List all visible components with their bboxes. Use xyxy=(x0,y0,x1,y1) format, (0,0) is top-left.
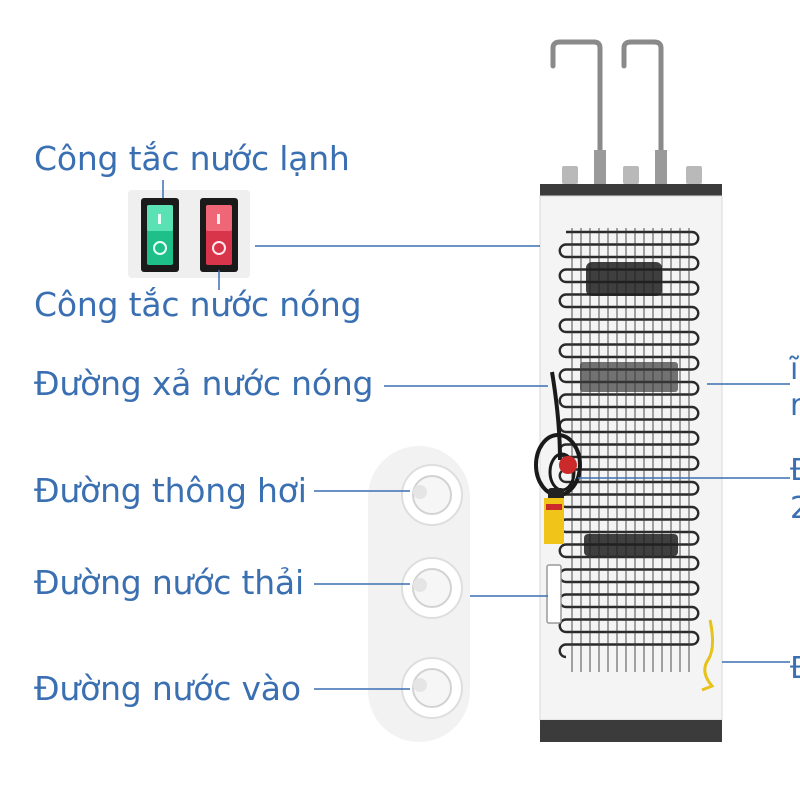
inlet-port-icon xyxy=(401,657,463,719)
vent-line-label: Đường thông hơi xyxy=(34,471,307,510)
faucet-base-icons xyxy=(562,150,702,184)
port-panel xyxy=(368,446,470,742)
coil-tube xyxy=(558,230,700,659)
hot-drain-label: Đường xả nước nóng xyxy=(34,364,374,403)
waste-port-icon xyxy=(401,557,463,619)
power-plug-icon xyxy=(534,371,582,544)
ground-wire xyxy=(701,619,715,692)
cut-off-label-4: 2 xyxy=(790,491,800,526)
cut-off-label-1: ĩ xyxy=(790,352,799,387)
condenser-coil xyxy=(558,228,700,672)
cut-off-label-5: Đ xyxy=(790,651,800,687)
switch-panel xyxy=(128,190,250,278)
faucet-icon xyxy=(550,39,664,153)
hose-bracket xyxy=(546,564,562,624)
cold-switch-icon xyxy=(141,198,179,272)
leader-lines xyxy=(162,180,790,690)
vent-port-icon xyxy=(401,464,463,526)
cut-off-label-2: r xyxy=(790,388,800,423)
compressor-parts xyxy=(580,262,678,556)
waste-line-label: Đường nước thải xyxy=(34,563,304,602)
inlet-line-label: Đường nước vào xyxy=(34,669,301,708)
cut-off-label-3: Đ xyxy=(790,453,800,489)
hot-switch-icon xyxy=(200,198,238,272)
hot-water-switch-label: Công tắc nước nóng xyxy=(34,285,362,324)
cold-water-switch-label: Công tắc nước lạnh xyxy=(34,139,350,178)
